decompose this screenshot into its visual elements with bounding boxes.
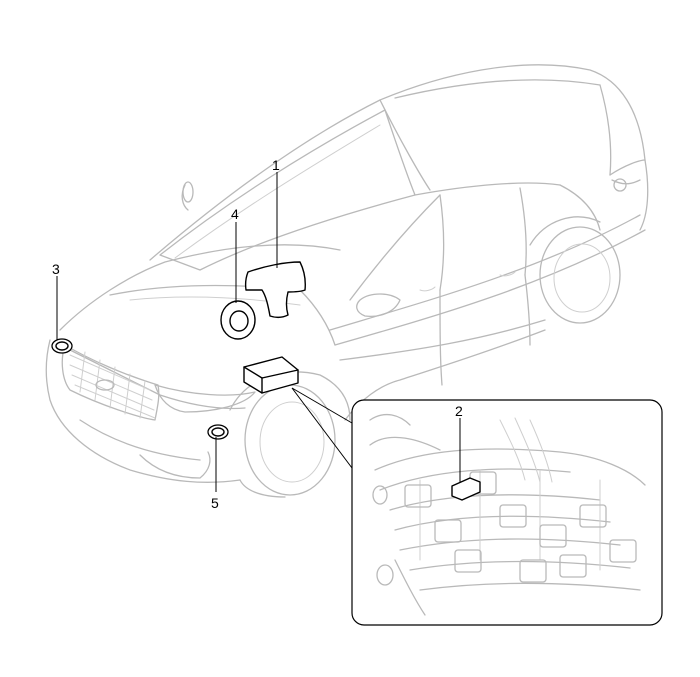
car-illustration [45, 64, 649, 498]
detail-inset [291, 387, 663, 626]
component-4-round-unit [220, 300, 256, 340]
component-5-lamp [207, 424, 229, 440]
callout-number-4: 4 [231, 206, 239, 222]
component-relay-box [243, 356, 299, 394]
inset-connector-line-top [291, 387, 353, 424]
inset-connector-line-bottom [291, 387, 353, 469]
callout-number-3: 3 [52, 261, 60, 277]
callout-number-2: 2 [455, 403, 463, 419]
inset-relay-component [451, 477, 481, 501]
callout-number-1: 1 [272, 157, 280, 173]
component-1-module [244, 261, 306, 319]
component-3-horn [51, 338, 73, 354]
callout-number-5: 5 [211, 495, 219, 511]
